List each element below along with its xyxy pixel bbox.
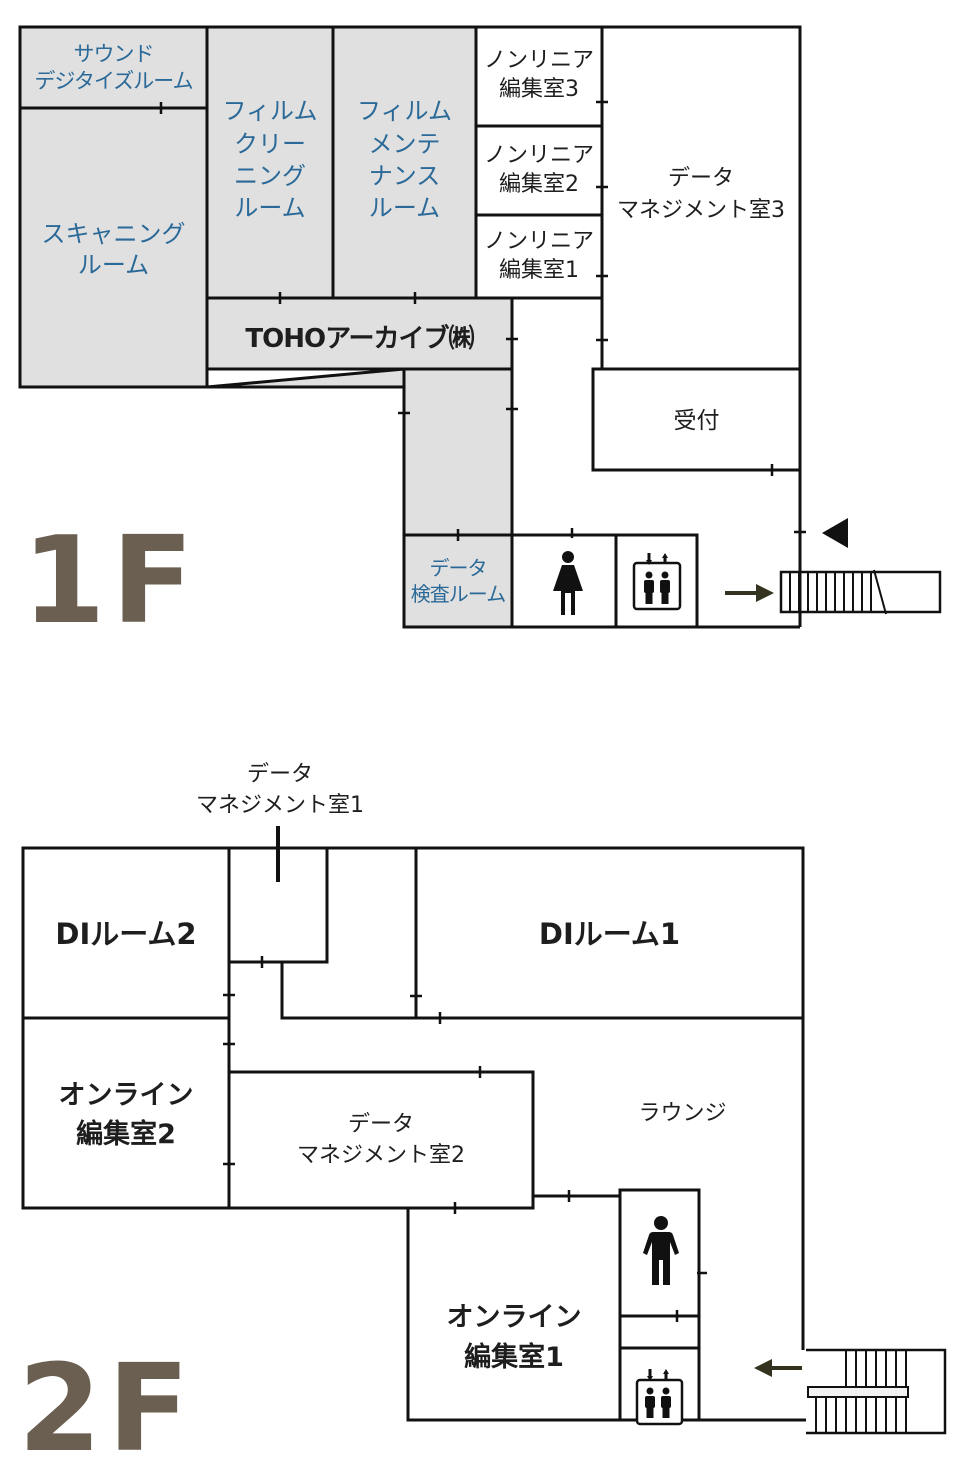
elevator-1f-area: [614, 533, 699, 629]
entry-arrow-icon-1f: [725, 584, 774, 602]
room-data-management-2: データ マネジメント室2: [297, 1112, 465, 1168]
toho-archive-lower: [402, 367, 514, 537]
room-di-2: DIルーム2: [55, 917, 197, 952]
room-data-inspection: データ 検査ルーム: [410, 556, 506, 606]
room-film-cleaning: フィルム クリー ニング ルーム: [222, 97, 318, 223]
scanning-room-area: [18, 106, 209, 389]
data-inspection-room-area: [402, 533, 514, 629]
elevator-icon-2f: [635, 1369, 684, 1426]
elevator-icon-1f: [632, 553, 682, 611]
film-cleaning-room-area: [205, 25, 335, 300]
room-toho-archive: TOHOアーカイブ㈱: [245, 324, 474, 355]
womens-restroom-icon: [553, 551, 583, 615]
mens-restroom-icon: [643, 1216, 679, 1285]
room-nonlinear-edit-3: ノンリニア 編集室3: [483, 48, 594, 102]
room-data-management-3: データ マネジメント室3: [617, 166, 785, 223]
toho-archive-upper: [205, 296, 514, 371]
film-maintenance-room-area: [331, 25, 478, 300]
floor-label-2f: 2F: [18, 1340, 196, 1479]
stairs-1f: [779, 570, 942, 614]
room-data-management-1: データ マネジメント室1: [196, 762, 364, 818]
room-online-edit-1: オンライン 編集室1: [446, 1301, 582, 1374]
room-nonlinear-edit-2: ノンリニア 編集室2: [483, 142, 594, 197]
room-scanning: スキャニング ルーム: [41, 220, 186, 279]
stairs-1f-treads: [789, 569, 887, 615]
room-sound-digitize: サウンド デジタイズルーム: [34, 42, 193, 93]
reception-area: [591, 367, 802, 472]
room-nonlinear-edit-1: ノンリニア 編集室1: [483, 228, 594, 283]
room-online-edit-2: オンライン 編集室2: [58, 1079, 194, 1150]
di-room-1-area: [414, 846, 805, 1020]
entrance-triangle-icon: [822, 518, 848, 548]
sound-digitize-room-area: [18, 25, 209, 110]
small-room-area: [618, 1314, 701, 1350]
stairs-2f-treads: [815, 1350, 907, 1433]
room-reception: 受付: [673, 408, 720, 435]
floor-label-1f: 1F: [22, 512, 200, 651]
room-di-1: DIルーム1: [538, 917, 681, 952]
room-film-maintenance: フィルム メンテ ナンス ルーム: [356, 97, 453, 223]
entry-arrow-icon-2f: [754, 1359, 802, 1377]
floor-1-plan: [18, 25, 942, 629]
room-lounge: ラウンジ: [638, 1100, 727, 1126]
